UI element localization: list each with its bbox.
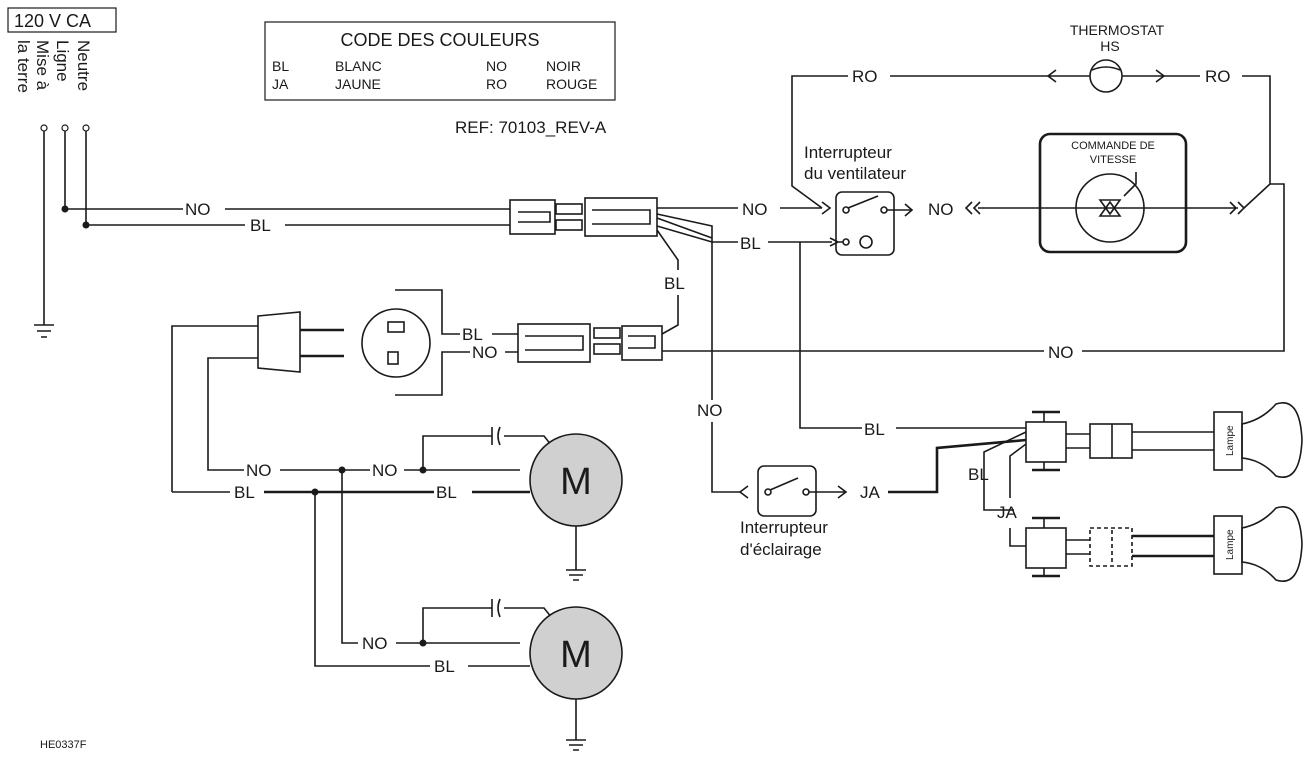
motor1-capacitor <box>491 426 501 446</box>
light-switch-label-2: d'éclairage <box>740 540 822 559</box>
white-to-outlet-connector <box>656 229 679 335</box>
wire-label-bl-6: BL <box>436 483 457 502</box>
speed-control: COMMANDE DE VITESSE <box>1038 132 1188 254</box>
speed-to-thermostat-wire <box>1242 75 1271 209</box>
thermostat-label-1: THERMOSTAT <box>1070 22 1165 38</box>
line-label: Ligne <box>53 40 72 82</box>
yellow-to-lamps <box>888 438 1027 494</box>
light-switch <box>738 465 848 517</box>
speed-control-label-2: VITESSE <box>1090 154 1136 166</box>
black-drop-wire <box>656 213 713 400</box>
outlet-black-lead <box>395 351 518 396</box>
lamp-connector-2 <box>1025 516 1214 578</box>
color-code-box <box>264 21 616 101</box>
svg-text:ROUGE: ROUGE <box>546 76 597 92</box>
red-to-fan-switch <box>791 75 848 209</box>
wire-label-ja-1: JA <box>860 483 881 502</box>
wire-label-no-2: NO <box>742 200 768 219</box>
ground-label-1: Mise à <box>33 40 52 91</box>
wire-label-ro-1: RO <box>1205 67 1231 86</box>
motor-2-label: M <box>560 634 592 676</box>
fan-switch <box>821 191 914 256</box>
neutral-label: Neutre <box>74 40 93 91</box>
svg-text:JAUNE: JAUNE <box>335 76 381 92</box>
motor-1: M <box>529 433 623 581</box>
motor-2: M <box>529 606 623 751</box>
svg-text:JA: JA <box>272 76 289 92</box>
svg-text:BL: BL <box>272 58 289 74</box>
wire-label-bl-2: BL <box>740 234 761 253</box>
main-connector <box>509 197 658 237</box>
wire-label-bl-3: BL <box>664 274 685 293</box>
supply-terminal-labels: Neutre Ligne Mise à la terre <box>14 40 93 93</box>
wire-label-ro-2: RO <box>852 67 878 86</box>
voltage-label: 120 V CA <box>14 11 91 31</box>
wire-label-bl-8: BL <box>864 420 885 439</box>
lamp-2: Lampe <box>1213 506 1303 582</box>
white-branch-lamp2 <box>983 431 1027 511</box>
fan-switch-label-1: Interrupteur <box>804 143 892 162</box>
thermostat <box>1046 59 1166 93</box>
wire-label-bl-1: BL <box>250 216 271 235</box>
motor2-capacitor <box>491 598 501 618</box>
black-to-speed-control <box>964 201 1246 215</box>
svg-text:RO: RO <box>486 76 507 92</box>
lamp-1-label: Lampe <box>1225 425 1236 456</box>
wire-label-no-8: NO <box>372 461 398 480</box>
thermostat-label-2: HS <box>1100 38 1119 54</box>
wire-label-no-3: NO <box>697 401 723 420</box>
wire-label-no-7: NO <box>246 461 272 480</box>
lamp-1: Lampe <box>1213 402 1303 478</box>
lamp-connector-1 <box>1025 410 1214 472</box>
lamp-2-label: Lampe <box>1225 529 1236 560</box>
ground-symbol-supply <box>34 324 54 338</box>
color-code-rows: BL BLANC NO NOIR JA JAUNE RO ROUGE <box>272 58 597 92</box>
svg-text:BLANC: BLANC <box>335 58 382 74</box>
motor2-white-wire <box>314 492 530 667</box>
svg-text:NO: NO <box>486 58 507 74</box>
white-to-lamps <box>799 242 1026 429</box>
wire-label-bl-9: BL <box>968 465 989 484</box>
wire-label-no-4: NO <box>928 200 954 219</box>
outlet-white-lead <box>395 289 518 335</box>
wire-label-ja-2: JA <box>997 503 1018 522</box>
supply-terminals <box>34 124 90 338</box>
black-return-wire <box>662 183 1285 352</box>
voltage-box <box>7 7 117 33</box>
wire-label-bl-5: BL <box>234 483 255 502</box>
drawing-code: HE0337F <box>40 739 87 751</box>
wire-label-no-1: NO <box>185 200 211 219</box>
motor-1-label: M <box>560 461 592 503</box>
svg-text:NOIR: NOIR <box>546 58 581 74</box>
motor2-black-wire <box>341 470 520 644</box>
wire-label-no-9: NO <box>362 634 388 653</box>
wire-label-no-5: NO <box>1048 343 1074 362</box>
ground-label-2: la terre <box>14 40 33 93</box>
outlet-connector <box>517 323 663 363</box>
wire-label-bl-4: BL <box>462 325 483 344</box>
color-code-title: CODE DES COULEURS <box>340 30 539 50</box>
power-plug <box>171 311 344 492</box>
wire-label-bl-7: BL <box>434 657 455 676</box>
fan-switch-label-2: du ventilateur <box>804 164 906 183</box>
wire-label-no-6: NO <box>472 343 498 362</box>
light-switch-label-1: Interrupteur <box>740 518 828 537</box>
reference-label: REF: 70103_REV-A <box>455 118 607 137</box>
speed-control-label-1: COMMANDE DE <box>1071 140 1155 152</box>
outlet-receptacle <box>361 308 431 378</box>
